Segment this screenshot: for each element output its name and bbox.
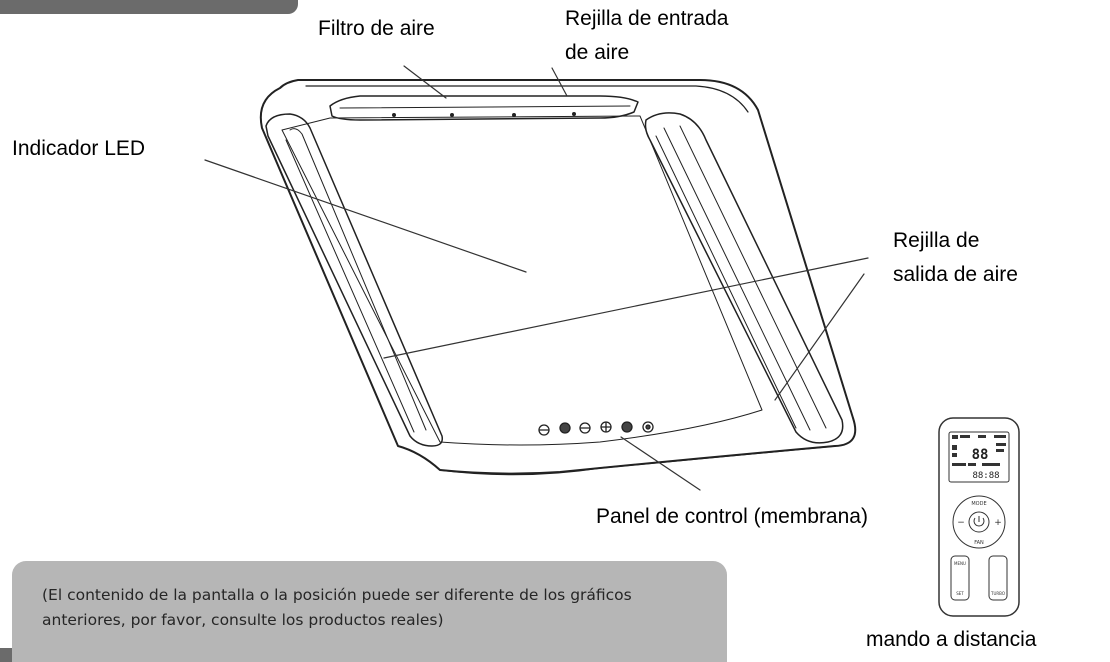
right-outlet-louver bbox=[644, 112, 844, 444]
label-led-indicator: Indicador LED bbox=[12, 137, 146, 160]
unit-bottom-edge bbox=[439, 445, 836, 476]
remote-fan-label: FAN bbox=[974, 540, 984, 546]
leader-outlet-right bbox=[774, 273, 865, 401]
label-outlet-grille-line1: Rejilla de bbox=[893, 229, 980, 252]
right-outlet-inner bbox=[663, 127, 811, 431]
right-outlet-inner-3 bbox=[655, 135, 797, 429]
label-control-panel: Panel de control (membrana) bbox=[596, 505, 868, 528]
remote-display-digits: 88 bbox=[972, 447, 989, 463]
front-panel-surface bbox=[281, 115, 763, 446]
remote-turbo-label: TURBO bbox=[990, 591, 1005, 596]
remote-set-label: SET bbox=[956, 591, 964, 596]
disclaimer-note-box: (El contenido de la pantalla o la posici… bbox=[12, 561, 727, 662]
disclaimer-note-text: (El contenido de la pantalla o la posici… bbox=[42, 586, 632, 629]
label-inlet-grille-line1: Rejilla de entrada bbox=[565, 7, 729, 30]
left-outlet-louver bbox=[265, 113, 444, 447]
leader-air-filter bbox=[403, 65, 447, 99]
label-outlet-grille-line2: salida de aire bbox=[893, 263, 1018, 286]
right-outlet-inner-2 bbox=[679, 125, 827, 429]
leader-inlet-grille bbox=[551, 67, 568, 97]
remote-display-time: 88:88 bbox=[972, 471, 999, 481]
unit-top-rim bbox=[305, 85, 749, 113]
remote-control: 88 88:88 MODE FAN − + MENU SET TURBO bbox=[938, 417, 1020, 617]
air-filter-slot bbox=[329, 95, 639, 121]
left-outlet-inner bbox=[289, 128, 427, 431]
label-inlet-grille-line2: de aire bbox=[565, 41, 630, 64]
button-icon bbox=[621, 421, 633, 433]
power-icon bbox=[973, 517, 985, 527]
leader-control-panel bbox=[620, 436, 701, 491]
remote-menu-label: MENU bbox=[954, 561, 966, 566]
unit-outer-body bbox=[259, 79, 857, 475]
remote-minus: − bbox=[957, 518, 965, 528]
air-filter-inner bbox=[339, 105, 631, 109]
remote-mode-label: MODE bbox=[971, 501, 986, 507]
turbo-button bbox=[988, 555, 1008, 601]
menu-set-button bbox=[950, 555, 970, 601]
leader-led bbox=[204, 159, 527, 273]
control-panel-buttons bbox=[538, 421, 654, 436]
remote-plus: + bbox=[994, 518, 1002, 528]
leader-outlet-left bbox=[383, 257, 869, 359]
remote-display bbox=[948, 431, 1010, 483]
note-accent-bar bbox=[0, 648, 12, 662]
button-icon bbox=[559, 422, 571, 434]
left-outlet-inner-2 bbox=[285, 139, 415, 433]
label-remote-control: mando a distancia bbox=[866, 628, 1037, 651]
header-tab-decoration bbox=[0, 0, 298, 14]
label-air-filter: Filtro de aire bbox=[318, 17, 435, 40]
